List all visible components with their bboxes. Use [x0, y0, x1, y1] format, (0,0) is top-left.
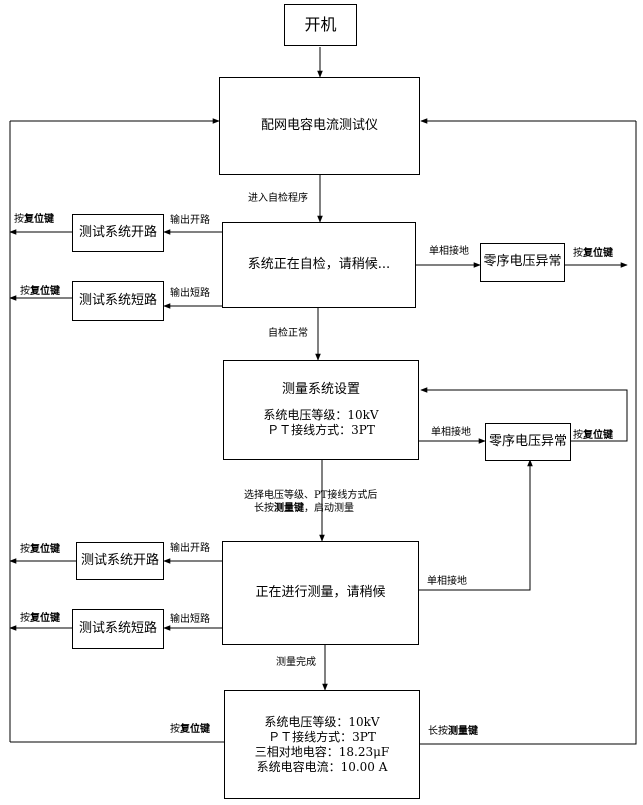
short-circuit-label-2: 测试系统短路: [78, 620, 157, 636]
result-current: 系统电容电流：10.00 A: [256, 759, 388, 774]
select-instruction-line1: 选择电压等级、PT接线方式后: [244, 490, 378, 501]
open-circuit-label-2: 测试系统开路: [80, 552, 159, 568]
press-text: 按: [20, 613, 30, 624]
output-short-label-1: 输出短路: [170, 288, 210, 299]
short-circuit-box-2: 测试系统短路: [72, 609, 164, 649]
open-circuit-box-1: 测试系统开路: [72, 214, 164, 252]
measuring-label: 正在进行测量，请稍候: [255, 584, 386, 600]
reset-key-text: 复位键: [30, 286, 60, 297]
reset-label-open-1: 按复位键: [14, 214, 54, 226]
long-press-text: 长按: [428, 726, 448, 737]
tester-box: 配网电容电流测试仪: [219, 77, 420, 175]
press-text: 按: [20, 544, 30, 555]
reset-label-zero-2: 按复位键: [573, 430, 613, 442]
zero-seq-label-1: 零序电压异常: [483, 254, 562, 270]
power-on-box: 开机: [284, 4, 357, 46]
enter-self-check-label: 进入自检程序: [248, 193, 308, 204]
reset-label-short-2: 按复位键: [20, 613, 60, 625]
setup-pt: ＰＴ接线方式：3PT: [267, 423, 375, 438]
select-suffix: ，启动测量: [304, 503, 354, 514]
select-key: 测量键: [274, 503, 304, 514]
long-press-measure-label: 长按测量键: [428, 726, 478, 738]
reset-key-text: 复位键: [180, 724, 210, 735]
reset-key-text: 复位键: [24, 214, 54, 225]
result-capacitance: 三相对地电容：18.23μF: [254, 744, 390, 759]
self-check-ok-label: 自检正常: [268, 328, 308, 339]
press-text: 按: [14, 214, 24, 225]
self-check-box: 系统正在自检，请稍候...: [222, 222, 416, 308]
short-circuit-box-1: 测试系统短路: [72, 281, 164, 321]
measuring-box: 正在进行测量，请稍候: [222, 541, 419, 645]
press-text: 按: [20, 286, 30, 297]
result-voltage: 系统电压等级：10kV: [264, 714, 380, 729]
result-box: 系统电压等级：10kV ＰＴ接线方式：3PT 三相对地电容：18.23μF 系统…: [224, 690, 420, 799]
reset-label-zero-1: 按复位键: [573, 248, 613, 260]
short-circuit-label-1: 测试系统短路: [78, 292, 157, 308]
output-open-label-1: 输出开路: [170, 215, 210, 226]
press-text: 按: [170, 724, 180, 735]
reset-key-text: 复位键: [30, 544, 60, 555]
reset-key-text: 复位键: [583, 430, 613, 441]
power-on-label: 开机: [304, 15, 337, 34]
reset-label-result: 按复位键: [170, 724, 210, 736]
measure-key-text: 测量键: [448, 726, 478, 737]
arrow-zero2-to-setup: [420, 387, 628, 442]
setup-voltage: 系统电压等级：10kV: [263, 408, 379, 423]
reset-label-short-1: 按复位键: [20, 286, 60, 298]
press-text: 按: [573, 248, 583, 259]
press-text: 按: [573, 430, 583, 441]
setup-box: 测量系统设置 系统电压等级：10kV ＰＴ接线方式：3PT: [223, 360, 419, 460]
reset-label-open-2: 按复位键: [20, 544, 60, 556]
open-circuit-box-2: 测试系统开路: [76, 542, 164, 580]
single-ground-label-2: 单相接地: [431, 427, 471, 438]
single-ground-label-1: 单相接地: [429, 246, 469, 257]
zero-seq-box-2: 零序电压异常: [485, 423, 571, 461]
self-check-label: 系统正在自检，请稍候...: [247, 256, 391, 272]
measure-done-label: 测量完成: [276, 657, 316, 668]
select-prefix: 长按: [254, 503, 274, 514]
reset-key-text: 复位键: [30, 613, 60, 624]
setup-title: 测量系统设置: [281, 381, 360, 397]
right-return-line: [420, 121, 637, 745]
single-ground-label-3: 单相接地: [427, 576, 467, 587]
output-open-label-2: 输出开路: [170, 543, 210, 554]
open-circuit-label-1: 测试系统开路: [78, 224, 157, 240]
zero-seq-label-2: 零序电压异常: [488, 433, 567, 449]
result-pt: ＰＴ接线方式：3PT: [268, 729, 376, 744]
zero-seq-box-1: 零序电压异常: [480, 243, 565, 282]
reset-key-text: 复位键: [583, 248, 613, 259]
select-instruction-line2: 长按测量键，启动测量: [254, 503, 354, 515]
arrow-ground-3: [419, 459, 533, 591]
output-short-label-2: 输出短路: [170, 614, 210, 625]
tester-label: 配网电容电流测试仪: [260, 117, 378, 133]
